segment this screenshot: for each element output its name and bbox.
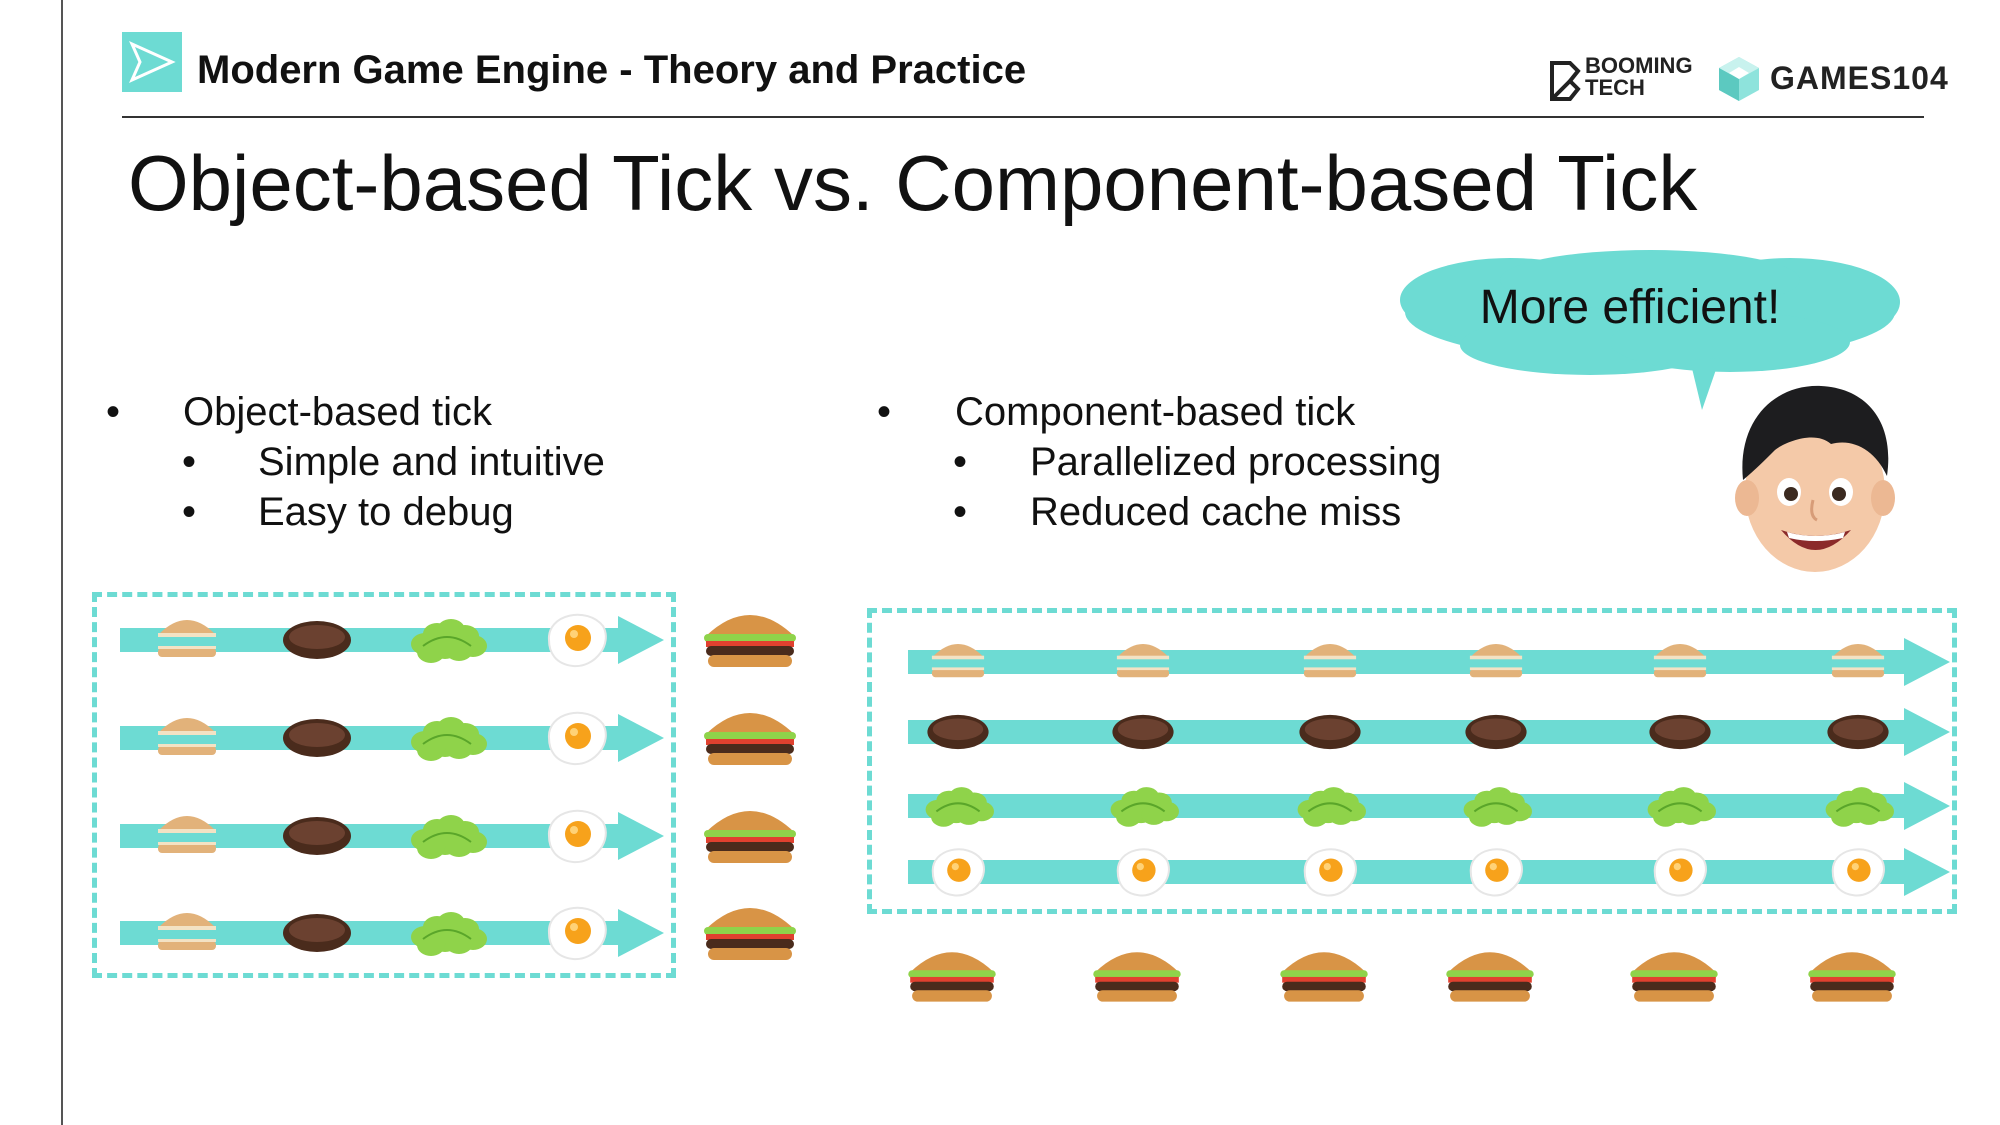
lettuce-icon xyxy=(1297,787,1366,827)
patty-icon xyxy=(283,817,351,855)
deck-title: Modern Game Engine - Theory and Practice xyxy=(197,48,1027,92)
egg-icon xyxy=(931,848,985,897)
bun-icon xyxy=(158,718,216,755)
avatar-icon xyxy=(1735,385,1895,572)
list-item-text: Simple and intuitive xyxy=(258,440,605,484)
egg-icon xyxy=(1303,848,1357,897)
egg-icon xyxy=(547,906,607,961)
patty-icon xyxy=(927,714,989,750)
patty-icon xyxy=(1465,714,1527,750)
arrow-icon xyxy=(908,708,1950,756)
header-divider xyxy=(122,116,1924,118)
list-heading: Component-based tick xyxy=(955,390,1356,434)
patty-icon xyxy=(1649,714,1711,750)
bun-icon xyxy=(1831,644,1885,678)
brand-line-1: BOOMING xyxy=(1585,53,1693,78)
patty-icon xyxy=(283,914,351,952)
speech-bubble-text: More efficient! xyxy=(1479,281,1781,334)
lettuce-icon xyxy=(1825,787,1894,827)
booming-tech-logo-icon xyxy=(1550,61,1581,101)
bullet-icon: • xyxy=(182,490,197,534)
arrow-icon xyxy=(908,638,1950,686)
bun-icon xyxy=(1653,644,1707,678)
patty-icon xyxy=(1827,714,1889,750)
bullet-icon: • xyxy=(953,440,968,484)
bullet-icon: • xyxy=(106,390,121,434)
bun-icon xyxy=(1303,644,1357,678)
egg-icon xyxy=(1116,848,1170,897)
list-item-text: Easy to debug xyxy=(258,490,514,534)
speech-bubble-icon xyxy=(1400,250,1900,410)
bun-icon xyxy=(158,913,216,950)
bullet-icon: • xyxy=(182,440,197,484)
bullet-icon: • xyxy=(877,390,892,434)
brand-line-2: TECH xyxy=(1585,75,1645,100)
object-based-frame xyxy=(92,592,676,978)
games104-cube-icon xyxy=(1719,57,1759,101)
lettuce-icon xyxy=(1647,787,1716,827)
lettuce-icon xyxy=(1110,787,1179,827)
burger-icon xyxy=(1808,952,1896,1002)
arrow-icon xyxy=(908,848,1950,896)
slide-left-border xyxy=(61,0,63,1125)
burger-icon xyxy=(1280,952,1368,1002)
booming-tech-brand: BOOMING TECH xyxy=(1585,55,1700,99)
lettuce-icon xyxy=(411,619,487,663)
burger-icon xyxy=(1630,952,1718,1002)
bun-icon xyxy=(158,816,216,853)
lettuce-icon xyxy=(411,912,487,956)
bun-icon xyxy=(1116,644,1170,678)
list-heading: Object-based tick xyxy=(183,390,493,434)
burger-icon xyxy=(1093,952,1181,1002)
component-based-frame xyxy=(867,608,1957,914)
egg-icon xyxy=(547,711,607,766)
egg-icon xyxy=(1831,848,1885,897)
burger-icon xyxy=(704,811,796,863)
burger-icon xyxy=(704,908,796,960)
lettuce-icon xyxy=(411,815,487,859)
games104-brand: GAMES104 xyxy=(1770,60,1949,96)
slide-title: Object-based Tick vs. Component-based Ti… xyxy=(128,139,1698,227)
list-item-text: Parallelized processing xyxy=(1030,440,1442,484)
list-item-text: Reduced cache miss xyxy=(1030,490,1402,534)
patty-icon xyxy=(283,621,351,659)
egg-icon xyxy=(1469,848,1523,897)
patty-icon xyxy=(1299,714,1361,750)
bullet-icon: • xyxy=(953,490,968,534)
patty-icon xyxy=(283,719,351,757)
course-logo xyxy=(122,32,182,92)
arrow-icon xyxy=(908,782,1950,830)
burger-icon xyxy=(704,615,796,667)
burger-icon xyxy=(1446,952,1534,1002)
bun-icon xyxy=(1469,644,1523,678)
burger-icon xyxy=(704,713,796,765)
lettuce-icon xyxy=(411,717,487,761)
egg-icon xyxy=(1653,848,1707,897)
burger-icon xyxy=(908,952,996,1002)
egg-icon xyxy=(547,809,607,864)
patty-icon xyxy=(1112,714,1174,750)
bun-icon xyxy=(931,644,985,678)
lettuce-icon xyxy=(925,787,995,827)
bun-icon xyxy=(158,620,216,657)
egg-icon xyxy=(547,613,607,668)
lettuce-icon xyxy=(1463,787,1532,827)
